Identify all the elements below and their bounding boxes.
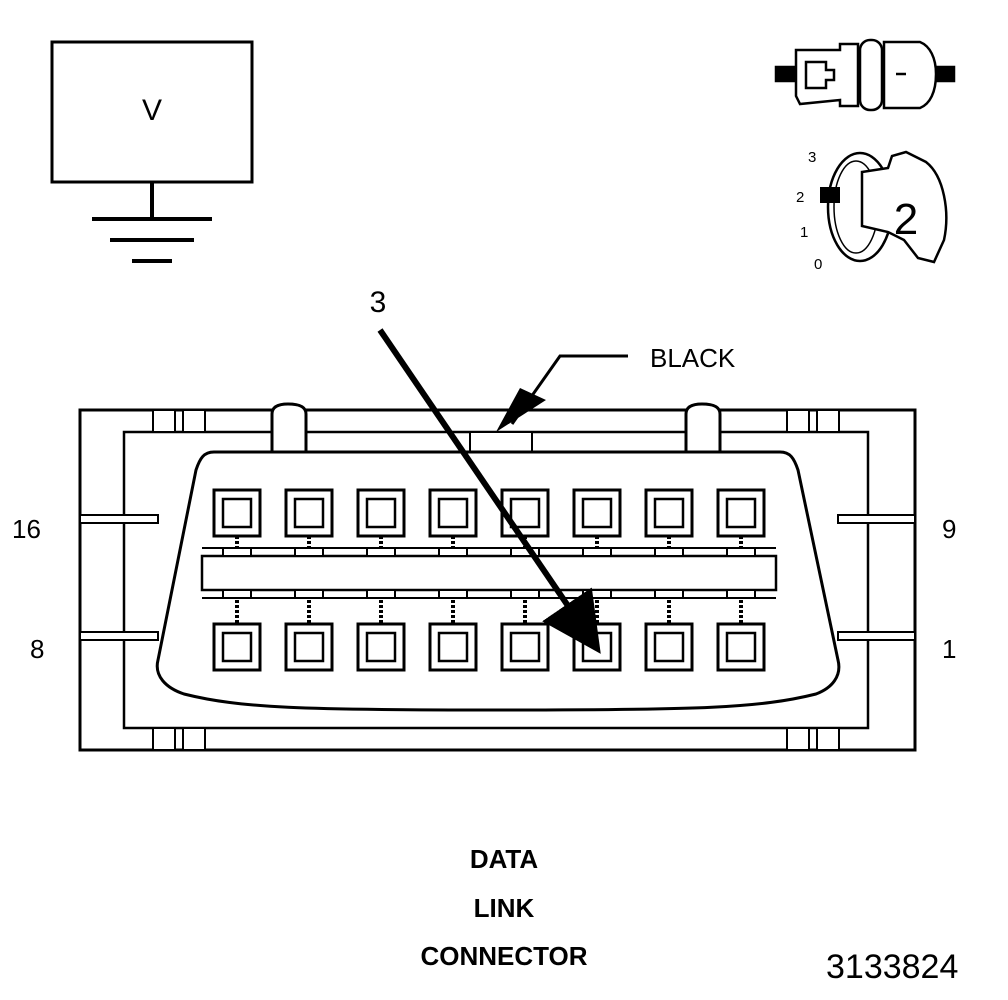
figure-id: 3133824 [826,948,959,986]
probe-arrow [377,328,601,654]
data-link-connector-icon [78,402,917,752]
pin-10 [644,488,694,557]
ignition-position-0: 0 [814,256,822,273]
ignition-position-2: 2 [796,189,804,206]
pin-5 [428,589,478,672]
wire-leader-arrow [496,388,546,432]
title-line-connector: CONNECTOR [420,941,588,971]
title-line-link: LINK [473,893,535,923]
pin-array [212,488,766,672]
pin-8 [212,589,262,672]
pin-13 [428,488,478,557]
pin-label-16: 16 [12,514,41,544]
pin-7 [284,589,334,672]
pin-6 [356,589,406,672]
inline-connector-icon [774,38,956,112]
pin-16 [212,488,262,557]
step-callout: 3 [370,286,387,319]
ignition-key-label: 2 [894,195,918,244]
ignition-position-3: 3 [808,149,816,166]
pin-14 [356,488,406,557]
pin-4 [500,589,550,672]
pin-15 [284,488,334,557]
ignition-position-1: 1 [800,224,808,241]
ignition-switch-icon: 3 2 1 0 2 [796,149,948,273]
voltmeter-label: V [142,94,162,127]
title-line-data: DATA [469,844,539,874]
pin-9 [716,488,766,557]
pin-label-1: 1 [942,634,957,664]
pin-11 [572,488,622,557]
pin-2 [644,589,694,672]
pin-label-9: 9 [942,514,957,544]
voltmeter-icon: V [50,40,254,184]
pin-label-8: 8 [30,634,45,664]
pin-1 [716,589,766,672]
wire-color-label: BLACK [650,343,736,373]
ground-icon [92,182,212,263]
